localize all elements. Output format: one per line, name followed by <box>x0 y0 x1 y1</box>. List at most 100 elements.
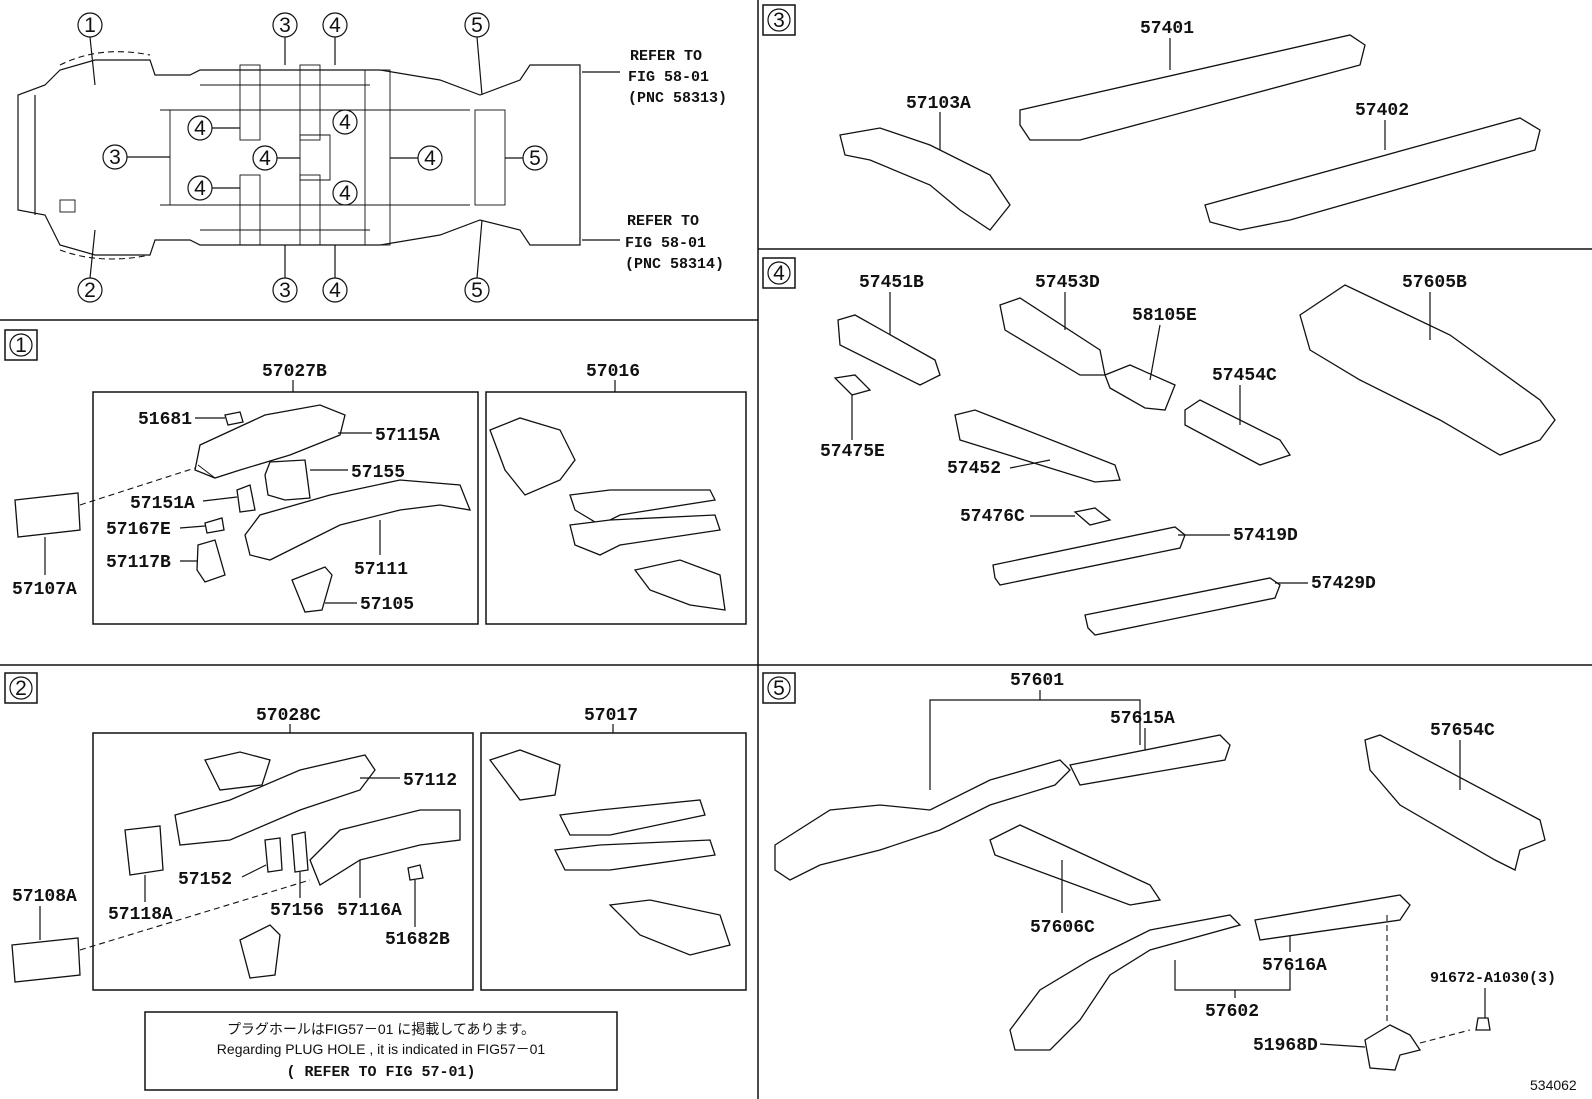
part-label-57476c[interactable]: 57476C <box>960 507 1025 527</box>
part-label-57615a[interactable]: 57615A <box>1110 709 1175 729</box>
part-label-refer-to[interactable]: REFER TO <box>627 213 699 230</box>
part-label-fig-58-01[interactable]: FIG 58-01 <box>625 235 706 252</box>
part-shape-57606C <box>989 824 1162 906</box>
part-shape-57429D <box>1084 577 1281 636</box>
plug-hole-note-box <box>144 1011 618 1091</box>
note-text: プラグホールはFIG57－01 に掲載してあります。 <box>227 1021 535 1037</box>
part-label-57112[interactable]: 57112 <box>403 771 457 791</box>
refer-note-lower[interactable]: REFER TO FIG 58-01 (PNC 58314) <box>582 213 724 273</box>
part-label-57454c[interactable]: 57454C <box>1212 366 1277 386</box>
part-label-57118a[interactable]: 57118A <box>108 905 173 925</box>
part-shape-91672-bolt <box>1475 1017 1491 1031</box>
part-label-57452[interactable]: 57452 <box>947 459 1001 479</box>
part-shape-57016-rail2 <box>569 514 721 556</box>
part-label-57419d[interactable]: 57419D <box>1233 526 1298 546</box>
part-label-refer-to[interactable]: REFER TO <box>630 48 702 65</box>
part-label--pnc-58314-[interactable]: (PNC 58314) <box>625 256 724 273</box>
section-3-floor-side-members: 3 57401 57103A 57402 <box>762 4 1541 231</box>
part-shape-57615A <box>1069 734 1231 786</box>
part-label-57429d[interactable]: 57429D <box>1311 574 1376 594</box>
underbody-overview <box>17 51 581 260</box>
part-shape-57167E <box>204 517 225 534</box>
part-label-57453d[interactable]: 57453D <box>1035 273 1100 293</box>
part-shape-57401 <box>1019 34 1366 141</box>
part-shape-51681 <box>224 411 244 426</box>
part-label-57115a[interactable]: 57115A <box>375 426 440 446</box>
section-marker: 4 <box>339 111 351 134</box>
part-label-57028c[interactable]: 57028C <box>256 706 321 726</box>
part-label-51968d[interactable]: 51968D <box>1253 1036 1318 1056</box>
section-marker: 4 <box>773 262 785 285</box>
part-shape-57117B <box>196 539 226 583</box>
part-label-fig-58-01[interactable]: FIG 58-01 <box>628 69 709 86</box>
section-4-crossmembers: 4 57451B 57475E 57453D 57605B 58105E 574… <box>762 257 1556 636</box>
part-shape-57156 <box>291 831 309 873</box>
part-label-57156[interactable]: 57156 <box>270 901 324 921</box>
part-shape-57116A <box>309 809 461 886</box>
part-label-57606c[interactable]: 57606C <box>1030 918 1095 938</box>
part-label-57111[interactable]: 57111 <box>354 560 408 580</box>
part-label-57108a[interactable]: 57108A <box>12 887 77 907</box>
section-marker: 3 <box>279 279 291 302</box>
section-2-front-side-member-rh: 2 57028C 57017 57112 57152 57118A 57156 … <box>4 672 747 1091</box>
part-label-57475e[interactable]: 57475E <box>820 442 885 462</box>
part-label-57107a[interactable]: 57107A <box>12 580 77 600</box>
part-label-57155[interactable]: 57155 <box>351 463 405 483</box>
part-label-57151a[interactable]: 57151A <box>130 494 195 514</box>
part-shape-57454C <box>1184 399 1292 466</box>
section-marker: 4 <box>329 279 341 302</box>
part-shape-57111 <box>244 479 472 561</box>
part-label-91672-a1030-3-[interactable]: 91672-A1030(3) <box>1430 970 1556 987</box>
part-label-57152[interactable]: 57152 <box>178 870 232 890</box>
part-shape-57108A <box>11 937 81 983</box>
part-shape-57112 <box>174 754 376 846</box>
part-label-57601[interactable]: 57601 <box>1010 671 1064 691</box>
overview-section-markers: 1 3 4 5 2 3 4 5 3 4 4 4 4 4 4 5 <box>77 12 548 303</box>
part-label-57116a[interactable]: 57116A <box>337 901 402 921</box>
part-label-51681[interactable]: 51681 <box>138 410 192 430</box>
section-marker: 1 <box>84 14 96 37</box>
part-shape-57402 <box>1204 117 1541 231</box>
part-shape-57016-upper <box>489 417 576 496</box>
section-marker: 4 <box>424 147 436 170</box>
part-label-57103a[interactable]: 57103A <box>906 94 971 114</box>
note-text: Regarding PLUG HOLE , it is indicated in… <box>217 1041 546 1057</box>
section-marker: 2 <box>84 279 96 302</box>
part-label--pnc-58313-[interactable]: (PNC 58313) <box>628 90 727 107</box>
part-label-57401[interactable]: 57401 <box>1140 19 1194 39</box>
section-marker: 2 <box>15 677 27 700</box>
part-label-57017[interactable]: 57017 <box>584 706 638 726</box>
part-shape-57155 <box>264 459 311 501</box>
part-label-58105e[interactable]: 58105E <box>1132 306 1197 326</box>
part-label-57451b[interactable]: 57451B <box>859 273 924 293</box>
part-shape-57105 <box>291 566 333 613</box>
part-label-57654c[interactable]: 57654C <box>1430 721 1495 741</box>
part-label-51682b[interactable]: 51682B <box>385 930 450 950</box>
part-shape-57028C-top <box>204 751 271 791</box>
part-shape-lower-bracket <box>239 924 281 979</box>
part-shape-57118A <box>124 825 164 876</box>
section-marker: 4 <box>194 117 206 140</box>
section-marker: 3 <box>279 14 291 37</box>
part-label-57602[interactable]: 57602 <box>1205 1002 1259 1022</box>
section-1-front-side-member-lh: 1 57027B 57016 51681 57115A 57155 57151A… <box>4 329 747 625</box>
part-shape-57602 <box>1009 914 1242 1051</box>
part-shape-57151A <box>236 484 256 513</box>
part-shape-57115A <box>194 404 346 479</box>
part-label-57027b[interactable]: 57027B <box>262 362 327 382</box>
part-label-57117b[interactable]: 57117B <box>106 553 171 573</box>
part-label-57016[interactable]: 57016 <box>586 362 640 382</box>
part-label-57167e[interactable]: 57167E <box>106 520 171 540</box>
part-shape-57453D <box>999 297 1106 376</box>
part-label-57616a[interactable]: 57616A <box>1262 956 1327 976</box>
part-label-57105[interactable]: 57105 <box>360 595 414 615</box>
part-label-57605b[interactable]: 57605B <box>1402 273 1467 293</box>
section-marker: 4 <box>339 182 351 205</box>
part-shape-57475E <box>833 374 872 396</box>
refer-note-upper[interactable]: REFER TO FIG 58-01 (PNC 58313) <box>582 48 727 107</box>
part-label-57402[interactable]: 57402 <box>1355 101 1409 121</box>
section-marker: 4 <box>329 14 341 37</box>
part-shape-57016-lower <box>633 559 726 611</box>
